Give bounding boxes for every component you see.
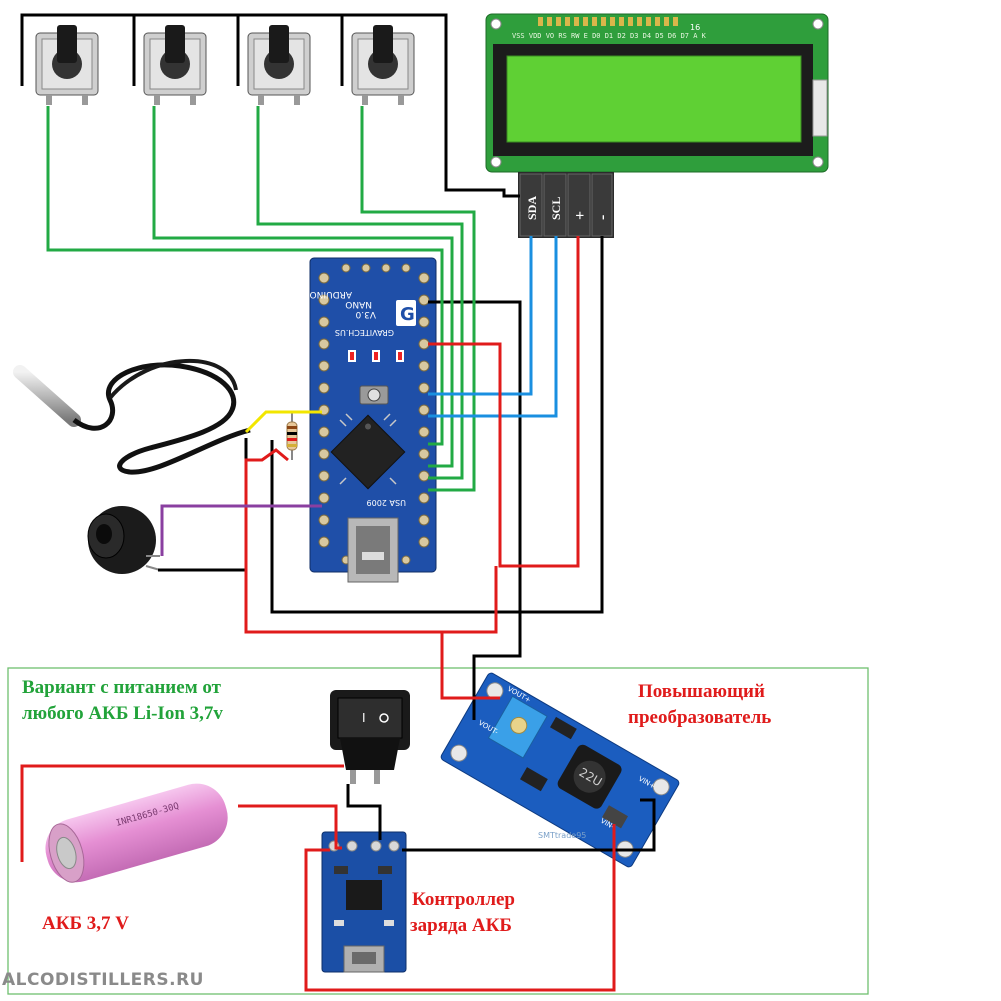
ds18b20-temperature-probe — [13, 359, 251, 475]
i2c-header — [518, 172, 614, 238]
power-switch[interactable]: I — [330, 690, 410, 784]
charger-caption-line1: Контроллер — [412, 889, 515, 910]
battery-variant-frame — [7, 667, 869, 995]
charger-caption-line2: заряда АКБ — [410, 915, 512, 936]
variant-caption-line2: любого АКБ Li-Ion 3,7v — [22, 703, 223, 724]
charge-controller-tp4056 — [321, 831, 407, 973]
boost-converter-mt3608: 22U — [440, 672, 680, 868]
lcd-pin-gnd: - — [594, 215, 611, 220]
lcd-pin-header: VSS VDD VO RS RW E D0 D1 D2 D3 D4 D5 D6 … — [512, 32, 707, 40]
site-watermark: ALCODISTILLERS.RU — [2, 970, 204, 990]
push-button-3[interactable] — [247, 25, 311, 105]
arduino-nano-board: G — [309, 257, 437, 583]
variant-caption-line1: Вариант с питанием от — [22, 677, 221, 698]
lcd-pin-vcc: + — [572, 211, 589, 220]
push-button-2[interactable] — [143, 25, 207, 105]
lcd-pin-sda: SDA — [525, 196, 539, 220]
nano-label-maker: GRAVITECH.US — [335, 328, 394, 337]
nano-label-version: V3.0 — [355, 309, 376, 319]
pullup-resistor — [286, 412, 298, 460]
boost-caption-line1: Повышающий — [638, 681, 765, 702]
battery-caption: АКБ 3,7 V — [42, 913, 130, 934]
push-button-1[interactable] — [35, 25, 99, 105]
svg-text:I: I — [362, 711, 366, 725]
lcd-pin-count: 16 — [690, 23, 700, 32]
lcd-pin-scl: SCL — [549, 197, 563, 220]
svg-text:G: G — [400, 304, 415, 325]
wires — [20, 13, 656, 992]
push-button-4[interactable] — [351, 25, 415, 105]
nano-label-model: NANO — [345, 299, 372, 309]
push-buttons — [35, 25, 415, 105]
piezo-buzzer — [87, 506, 161, 574]
li-ion-battery-18650: INR18650-30Q — [45, 783, 228, 883]
lcd-1602-module — [485, 13, 829, 173]
nano-label-name: ARDUINO — [310, 289, 352, 299]
nano-label-bottom: USA 2009 — [367, 498, 406, 507]
boost-caption-line2: преобразователь — [628, 707, 772, 728]
boost-mark: SMTtrade95 — [538, 831, 586, 840]
